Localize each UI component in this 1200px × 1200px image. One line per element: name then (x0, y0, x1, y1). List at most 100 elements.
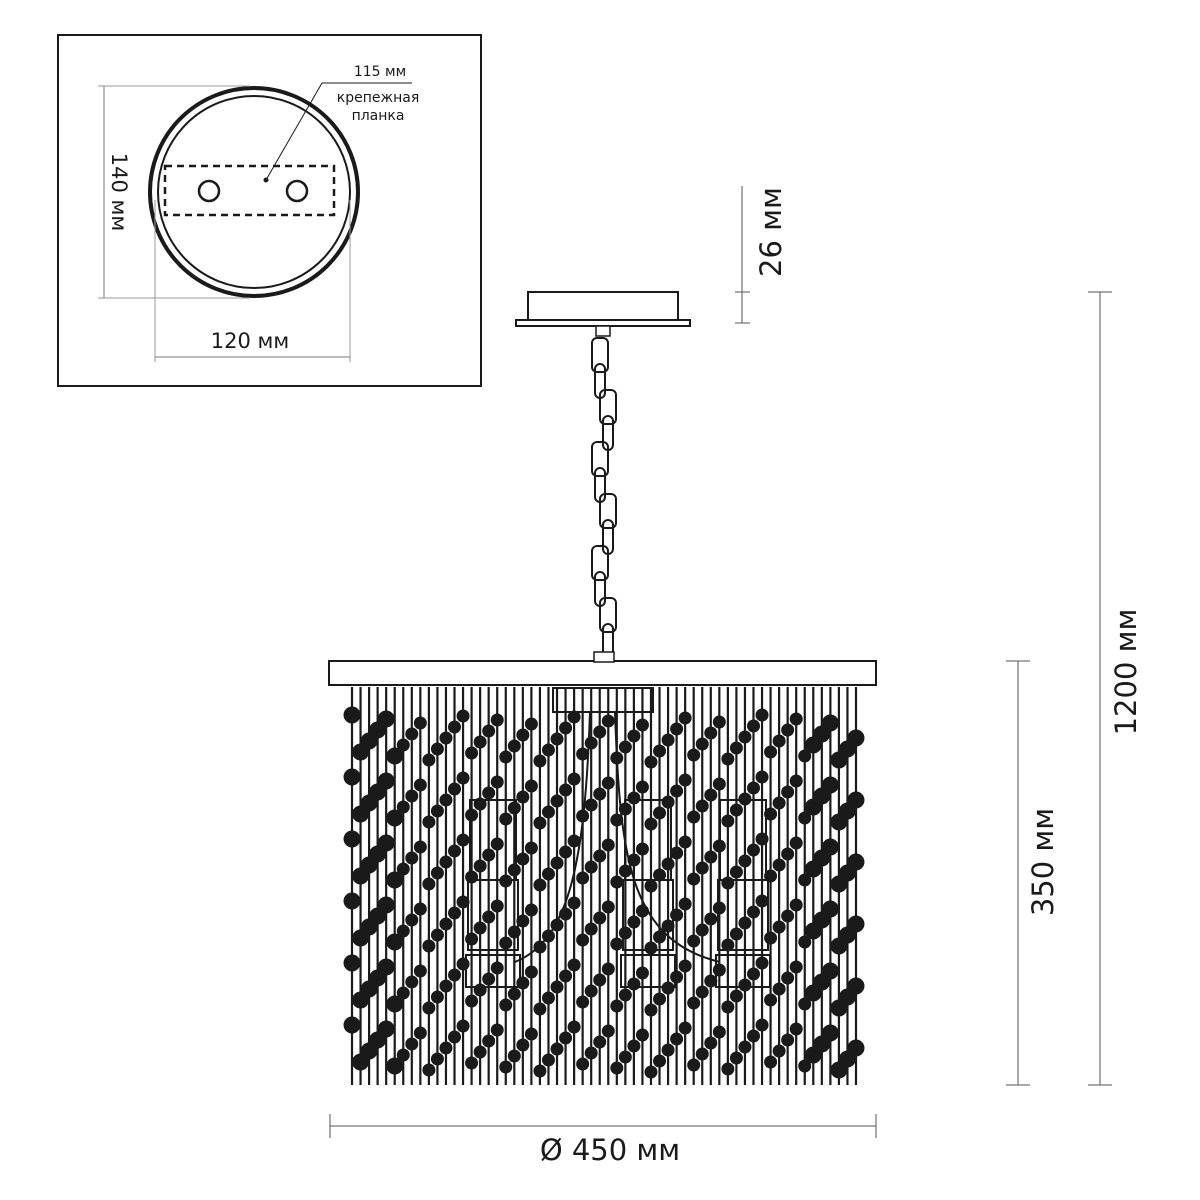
crystal-bead (439, 917, 453, 931)
crystal-bead (738, 854, 752, 868)
crystal-bead (721, 752, 735, 766)
crystal-bead (695, 923, 709, 937)
crystal-bead (772, 796, 786, 810)
crystal-bead (755, 894, 769, 908)
crystal-bead (413, 964, 427, 978)
crystal-bead (386, 871, 404, 889)
crystal-bead (490, 1023, 504, 1037)
crystal-bead (627, 729, 641, 743)
crystal-bead (746, 1029, 760, 1043)
crystal-bead (343, 892, 361, 910)
plate-caption-line1: крепежная (337, 90, 420, 106)
canopy-hook (595, 325, 611, 337)
crystal-bead (772, 982, 786, 996)
crystal-bead (377, 710, 395, 728)
crystal-bead (567, 834, 581, 848)
crystal-bead (559, 845, 573, 859)
crystal-bead (524, 1027, 538, 1041)
crystal-bead (533, 754, 547, 768)
crystal-bead (567, 896, 581, 910)
crystal-bead (386, 995, 404, 1013)
crystal-bead (738, 730, 752, 744)
crystal-bead (627, 791, 641, 805)
chain-link (599, 493, 617, 529)
crystal-bead (422, 877, 436, 891)
crystal-bead (405, 727, 419, 741)
crystal-bead (661, 919, 675, 933)
crystal-bead (821, 776, 839, 794)
crystal-bead (781, 847, 795, 861)
crystal-bead (635, 966, 649, 980)
crystal-bead (377, 958, 395, 976)
crystal-bead (439, 731, 453, 745)
crystal-bead (678, 897, 692, 911)
crystal-bead (456, 771, 470, 785)
frame-arm-left (514, 711, 591, 963)
crystal-bead (541, 867, 555, 881)
crystal-bead (627, 853, 641, 867)
crystal-bead (644, 1003, 658, 1017)
crystal-bead (422, 939, 436, 953)
crystal-bead (377, 896, 395, 914)
crystal-bead (635, 780, 649, 794)
crystal-bead (601, 714, 615, 728)
crystal-bead (499, 998, 513, 1012)
crystal-bead (343, 830, 361, 848)
crystal-bead (490, 961, 504, 975)
crystal-bead (465, 808, 479, 822)
frame-arm-right (614, 711, 721, 963)
crystal-bead (507, 739, 521, 753)
crystal-bead (738, 1040, 752, 1054)
crystal-bead (490, 713, 504, 727)
crystal-bead (755, 770, 769, 784)
crystal-bead (847, 977, 865, 995)
crystal-bead (482, 724, 496, 738)
crystal-bead (430, 866, 444, 880)
crystal-bead (576, 1057, 590, 1071)
total-height-dimension (1088, 291, 1112, 1086)
cup-right (715, 954, 771, 988)
crystal-bead (678, 711, 692, 725)
detail-width-label: 120 мм (211, 329, 289, 353)
crystal-bead (377, 772, 395, 790)
crystal-bead (593, 1035, 607, 1049)
crystal-bead (764, 1055, 778, 1069)
crystal-bead (821, 1024, 839, 1042)
crystal-bead (687, 934, 701, 948)
crystal-bead (413, 1026, 427, 1040)
crystal-bead (386, 1057, 404, 1075)
crystal-bead (567, 958, 581, 972)
crystal-bead (584, 984, 598, 998)
crystal-bead (386, 933, 404, 951)
crystal-bead (533, 1002, 547, 1016)
crystal-bead (653, 930, 667, 944)
chain-link (599, 597, 617, 633)
crystal-bead (781, 971, 795, 985)
crystal-bead (687, 748, 701, 762)
crystal-bead (448, 720, 462, 734)
crystal-bead (821, 714, 839, 732)
chain-link (599, 389, 617, 425)
crystal-bead (847, 729, 865, 747)
crystal-bead (729, 865, 743, 879)
crystal-bead (746, 905, 760, 919)
crystal-bead (601, 1024, 615, 1038)
crystal-bead (516, 1038, 530, 1052)
crystal-bead (635, 1028, 649, 1042)
crystal-bead (704, 850, 718, 864)
crystal-bead (610, 999, 624, 1013)
crystal-bead (559, 783, 573, 797)
crystal-bead (644, 1065, 658, 1079)
crystal-bead (541, 743, 555, 757)
crystal-bead (721, 876, 735, 890)
crystal-bead (593, 973, 607, 987)
crystal-bead (413, 778, 427, 792)
crystal-bead (541, 805, 555, 819)
crystal-bead (422, 1063, 436, 1077)
crystal-bead (847, 1039, 865, 1057)
crystal-bead (670, 970, 684, 984)
crystal-bead (541, 991, 555, 1005)
crystal-bead (593, 849, 607, 863)
crystal-bead (584, 736, 598, 750)
inset-frame (57, 34, 482, 387)
